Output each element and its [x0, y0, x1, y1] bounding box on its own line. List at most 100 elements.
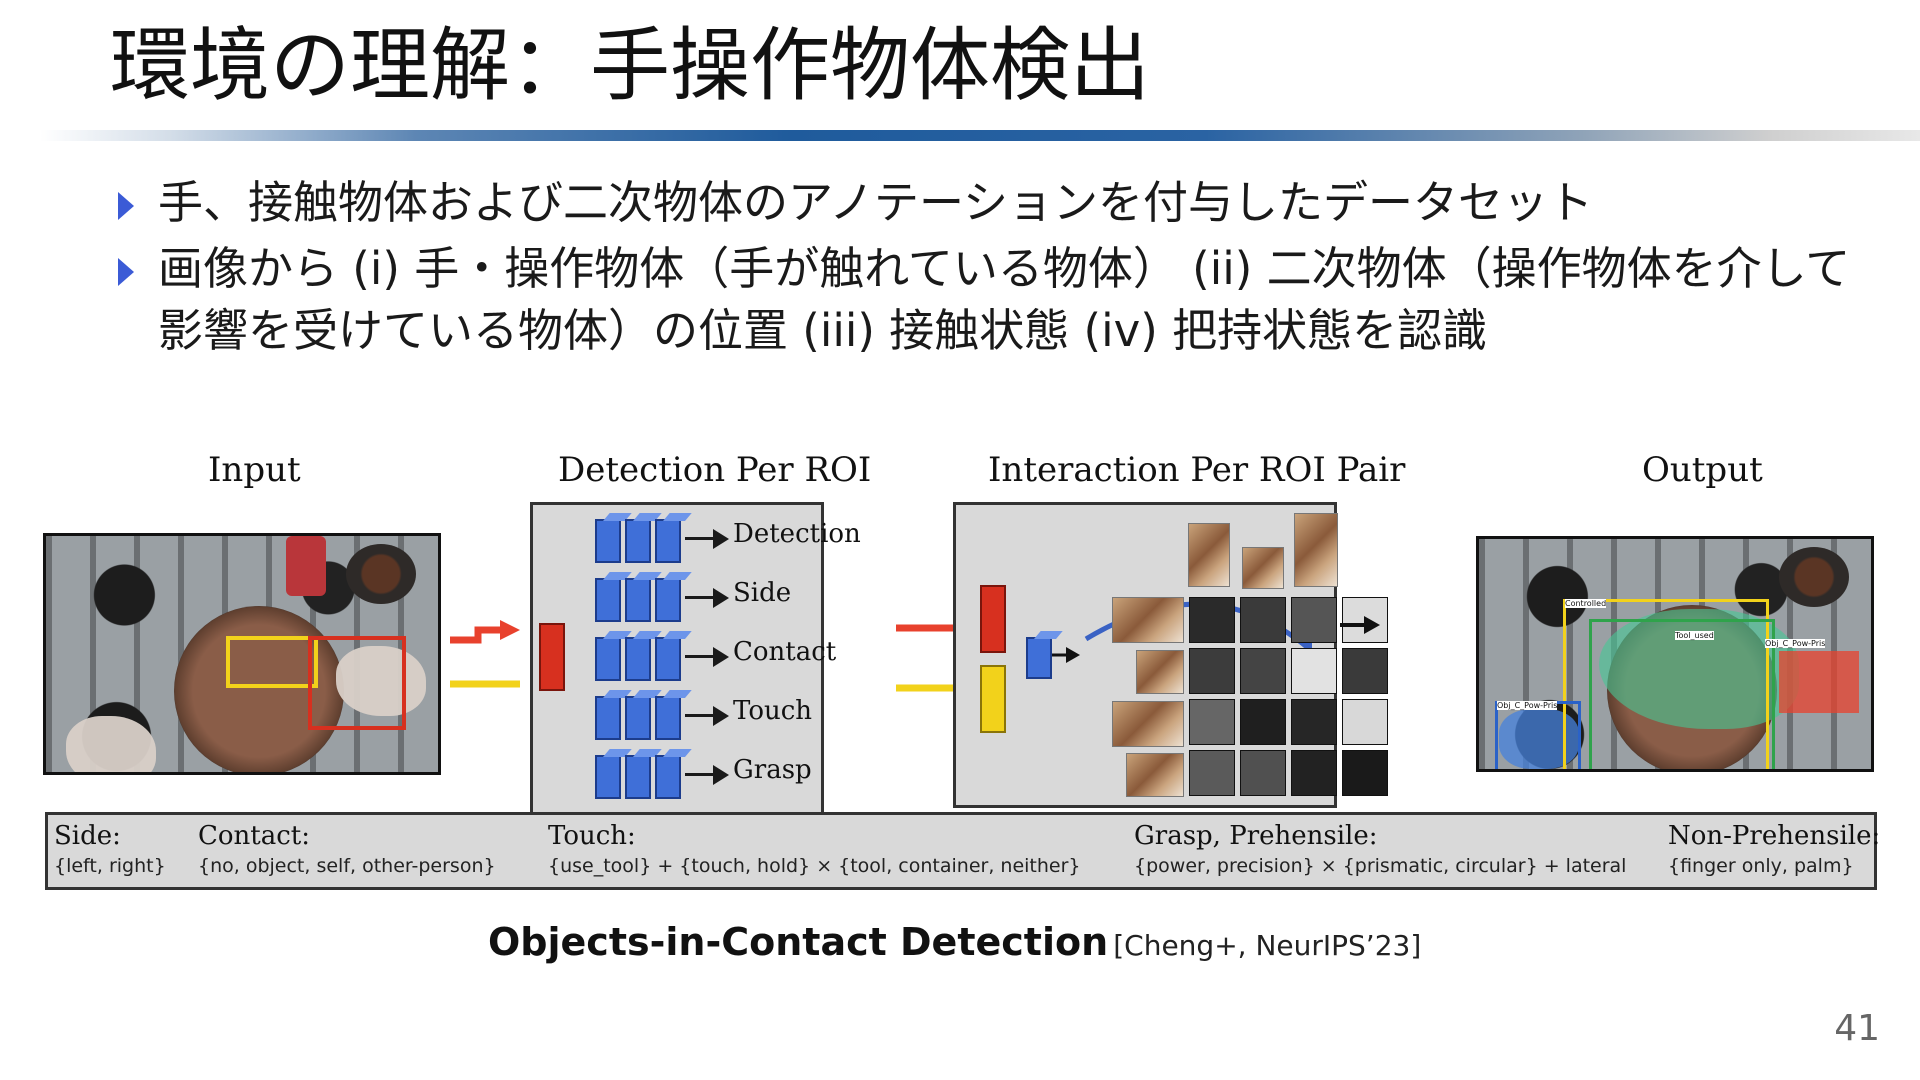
thumb-row: [1136, 650, 1184, 694]
thumb-row: [1112, 597, 1184, 643]
red-box: [308, 636, 406, 730]
caption-title: Objects-in-Contact Detection: [488, 920, 1109, 964]
thumb-col: [1294, 513, 1338, 587]
detection-panel: Detection Side Contact Touch: [530, 502, 861, 818]
arrow-line: [685, 714, 715, 717]
output-label: Obj_C_Pow-Pris: [1497, 701, 1558, 710]
arrow-line: [685, 537, 715, 540]
matrix-cell-2-1: [1240, 699, 1286, 745]
output-box-blue: [1495, 701, 1581, 769]
matrix-cell-1-1: [1240, 648, 1286, 694]
head-label: Detection: [733, 519, 861, 549]
title-underline: [40, 130, 1920, 141]
output-arrow: [1340, 616, 1380, 634]
bullet-1-text: 手、接触物体および二次物体のアノテーションを付与したデータセット: [158, 176, 1594, 229]
bullet-triangle-icon: [118, 258, 134, 286]
output-image: Controlled Tool_used Obj_C_Pow-Pris Obj_…: [1476, 536, 1874, 772]
bullet-list: 手、接触物体および二次物体のアノテーションを付与したデータセット 画像から (i…: [118, 172, 1878, 362]
page-number: 41: [1834, 1008, 1880, 1049]
red-object: [286, 536, 326, 596]
matrix-cell-3-3: [1342, 750, 1388, 796]
matrix-cell-0-0: [1189, 597, 1235, 643]
arrow-line: [685, 655, 715, 658]
output-label: Obj_C_Pow-Pris: [1765, 639, 1826, 648]
pot: [346, 544, 416, 604]
attr-touch: Touch: {use_tool} + {touch, hold} × {too…: [548, 821, 1081, 881]
attr-side: Side: {left, right}: [54, 821, 166, 881]
pipeline-figure: Input Detection Per ROI Interaction Per …: [40, 450, 1880, 890]
segmentation-mask-red: [1779, 651, 1859, 713]
header-detection: Detection Per ROI: [558, 450, 872, 490]
attr-values: {no, object, self, other-person}: [198, 855, 496, 877]
arrow-line: [685, 596, 715, 599]
matrix-cell-3-2: [1291, 750, 1337, 796]
slide-title: 環境の理解：手操作物体検出: [110, 19, 1150, 112]
attr-grasp: Grasp, Prehensile: {power, precision} × …: [1134, 821, 1626, 881]
conv-block: [625, 519, 651, 563]
segmentation-mask-green: [1599, 609, 1799, 729]
attr-contact: Contact: {no, object, self, other-person…: [198, 821, 496, 881]
arrow-head-icon: [713, 588, 729, 608]
arrow-head-icon: [713, 529, 729, 549]
conv-block: [625, 637, 651, 681]
head-label: Grasp: [733, 755, 812, 785]
roi-feature-yellow: [980, 665, 1006, 733]
interaction-panel: [953, 502, 1388, 808]
matrix-cell-2-2: [1291, 699, 1337, 745]
attr-values: {power, precision} × {prismatic, circula…: [1134, 855, 1627, 877]
arrow-line: [685, 773, 715, 776]
attr-values: {finger only, palm}: [1668, 855, 1854, 877]
arrow-head-icon: [713, 765, 729, 785]
thumb-col: [1188, 523, 1230, 587]
output-box-yellow: [1563, 599, 1769, 769]
matrix-cell-1-0: [1189, 648, 1235, 694]
conv-block: [595, 637, 621, 681]
attr-title: Grasp, Prehensile:: [1134, 821, 1378, 851]
conv-block: [655, 519, 681, 563]
roi-feature-red: [539, 623, 565, 691]
matrix-cell-2-0: [1189, 699, 1235, 745]
pot: [1779, 547, 1849, 607]
head-label: Side: [733, 578, 792, 608]
matrix-cell-2-3: [1342, 699, 1388, 745]
hand-left: [66, 716, 156, 772]
input-arrows: [450, 620, 520, 688]
matrix-cell-1-2: [1291, 648, 1337, 694]
bullet-1: 手、接触物体および二次物体のアノテーションを付与したデータセット: [118, 172, 1878, 234]
bullet-2-text: 画像から (i) 手・操作物体（手が触れている物体） (ii) 二次物体（操作物…: [158, 242, 1851, 357]
conv-block: [595, 696, 621, 740]
matrix-cell-3-1: [1240, 750, 1286, 796]
thumb-row: [1126, 753, 1184, 797]
attr-values: {left, right}: [54, 855, 166, 877]
matrix-cell-0-2: [1291, 597, 1337, 643]
output-label: Tool_used: [1675, 631, 1714, 640]
conv-block: [595, 578, 621, 622]
conv-block: [655, 696, 681, 740]
hand-right: [336, 646, 426, 716]
output-box-green: [1589, 619, 1775, 769]
conv-block: [625, 755, 651, 799]
pair-conv-block: [1026, 637, 1052, 679]
roi-feature-red: [980, 585, 1006, 653]
attr-title: Non-Prehensile:: [1668, 821, 1881, 851]
header-output: Output: [1642, 450, 1763, 490]
yellow-box: [226, 636, 318, 688]
attr-title: Touch:: [548, 821, 636, 851]
caption-reference: [Cheng+, NeurIPS’23]: [1113, 929, 1422, 962]
pan: [174, 606, 344, 772]
bullet-triangle-icon: [118, 192, 134, 220]
matrix-cell-3-0: [1189, 750, 1235, 796]
interaction-matrix: [1189, 597, 1388, 796]
attr-title: Contact:: [198, 821, 311, 851]
arrow-head-icon: [713, 647, 729, 667]
conv-block: [625, 696, 651, 740]
attr-title: Side:: [54, 821, 121, 851]
attr-values: {use_tool} + {touch, hold} × {tool, cont…: [548, 855, 1081, 877]
thumb-col: [1242, 547, 1284, 589]
conv-block: [625, 578, 651, 622]
attribute-bar: Side: {left, right} Contact: {no, object…: [45, 812, 1881, 890]
head-label: Touch: [733, 696, 813, 726]
conv-block: [595, 755, 621, 799]
input-image: [43, 533, 441, 775]
thumb-row: [1112, 701, 1184, 747]
